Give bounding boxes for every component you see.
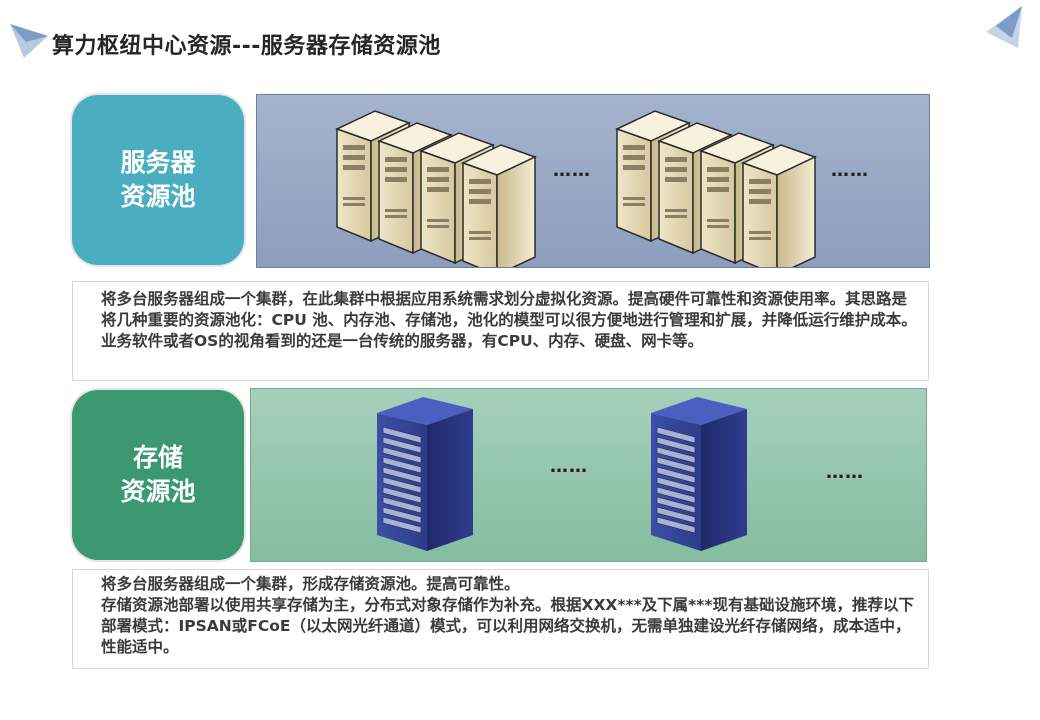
server-pool-label: 服务器 资源池 xyxy=(72,95,244,265)
server-ellipsis-2: …… xyxy=(831,160,869,181)
server-cluster-illustration xyxy=(336,110,816,276)
server-pool-panel xyxy=(256,94,930,276)
storage-pool-description-line1: 将多台服务器组成一个集群，形成存储资源池。提高可靠性。 xyxy=(101,575,520,593)
storage-pool-label-line2: 资源池 xyxy=(120,477,196,506)
storage-ellipsis-2: …… xyxy=(826,462,864,483)
server-ellipsis-1: …… xyxy=(553,160,591,181)
storage-pool-label: 存储 资源池 xyxy=(72,390,244,560)
storage-pool-description-line2: 存储资源池部署以使用共享存储为主，分布式对象存储作为补充。根据XXX***及下属… xyxy=(101,596,914,656)
server-pool-description: 将多台服务器组成一个集群，在此集群中根据应用系统需求划分虚拟化资源。提高硬件可靠… xyxy=(72,281,929,381)
storage-ellipsis-1: …… xyxy=(550,456,588,477)
storage-pool-label-line1: 存储 xyxy=(132,443,183,472)
triangle-deco-icon xyxy=(986,6,1022,48)
server-pool-label-line2: 资源池 xyxy=(120,182,196,211)
server-pool-label-line1: 服务器 xyxy=(120,148,196,177)
triangle-logo-icon xyxy=(10,24,48,58)
page-title: 算力枢纽中心资源---服务器存储资源池 xyxy=(52,34,441,59)
server-tower-icon xyxy=(742,144,816,276)
storage-rack-icon xyxy=(650,396,748,552)
storage-rack-icon xyxy=(376,396,474,552)
storage-pool-panel xyxy=(250,388,927,562)
server-tower-icon xyxy=(462,144,536,276)
server-pool-description-text: 将多台服务器组成一个集群，在此集群中根据应用系统需求划分虚拟化资源。提高硬件可靠… xyxy=(101,290,917,350)
storage-cluster-illustration xyxy=(376,396,748,552)
storage-pool-description: 将多台服务器组成一个集群，形成存储资源池。提高可靠性。 存储资源池部署以使用共享… xyxy=(72,569,929,669)
